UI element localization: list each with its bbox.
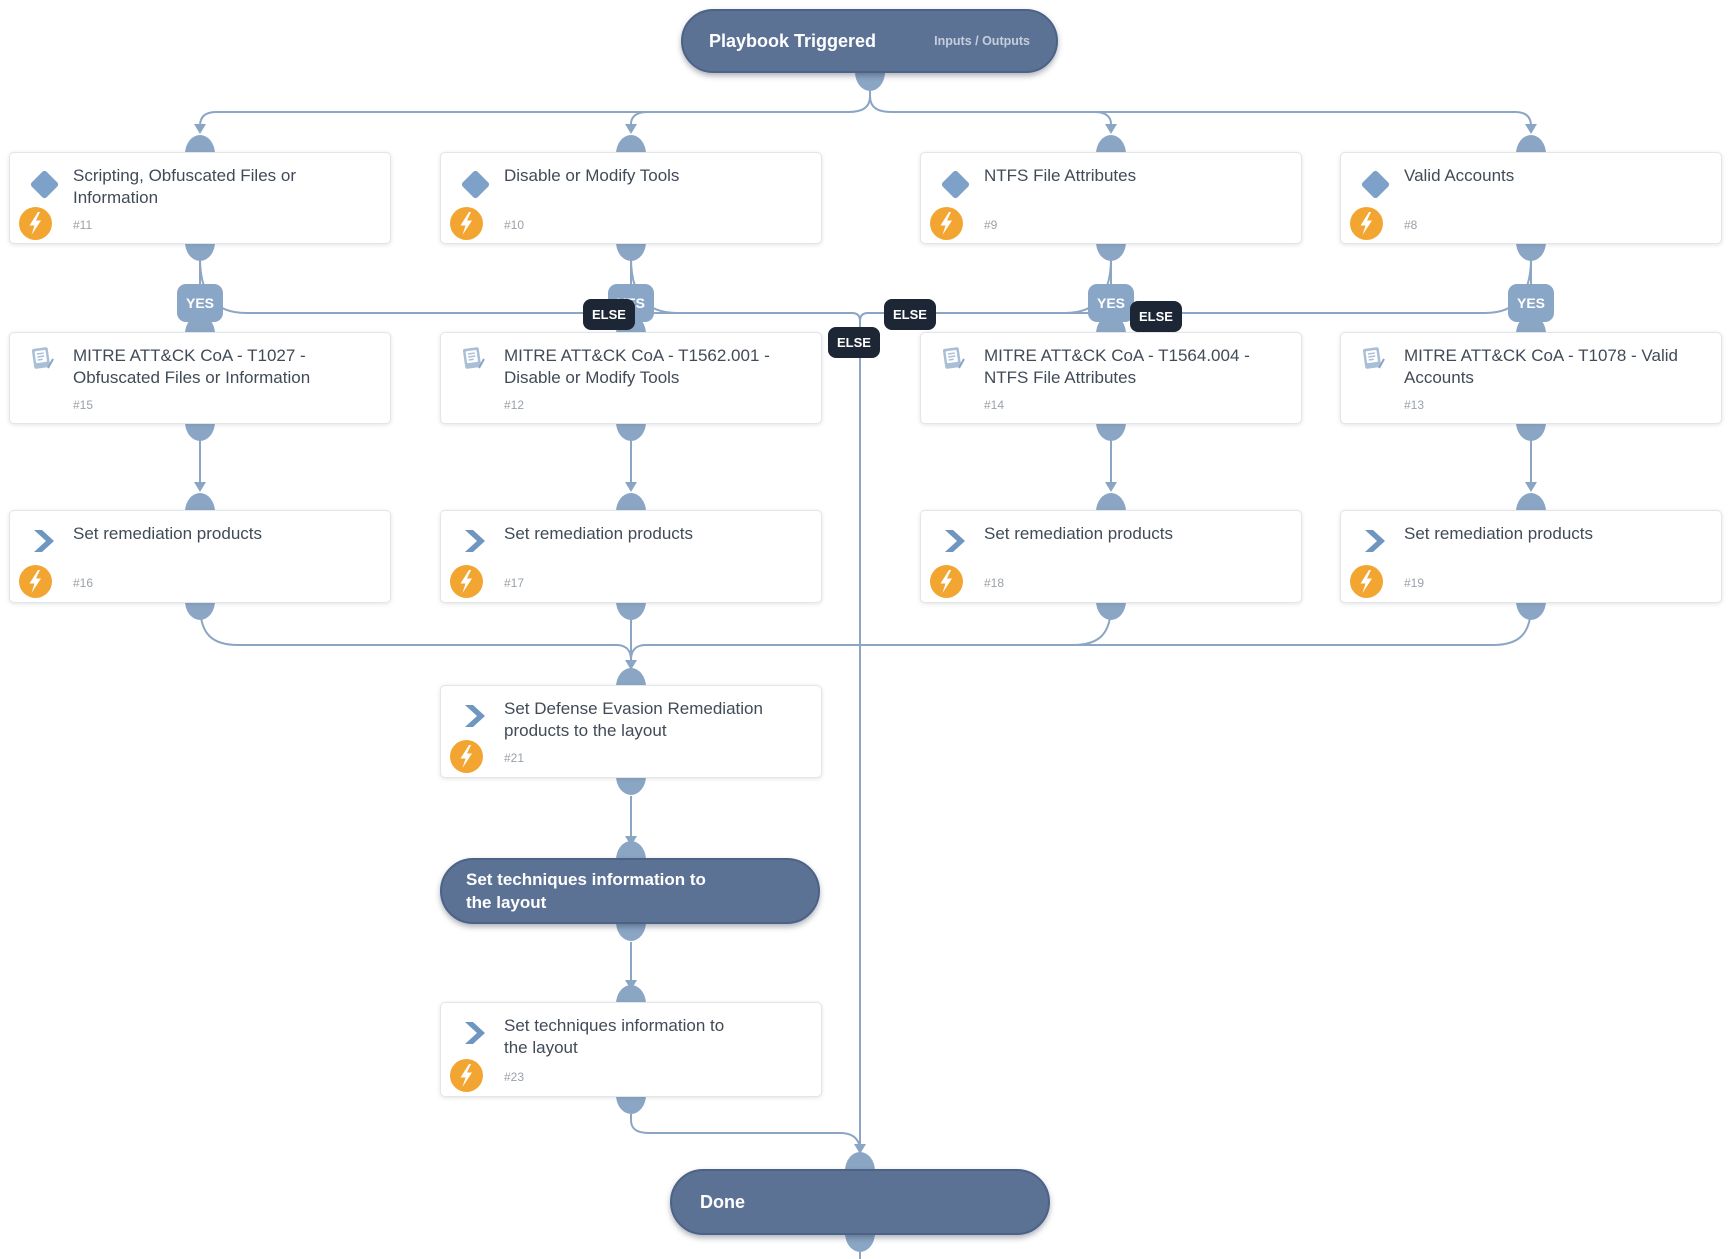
task-id: #19 — [1404, 576, 1425, 590]
next-chevron-icon — [463, 530, 487, 557]
task-title: MITRE ATT&CK CoA - T1564.004 - NTFS File… — [984, 346, 1250, 387]
subplaybook-task-card[interactable]: MITRE ATT&CK CoA - T1078 - Valid Account… — [1340, 332, 1722, 424]
next-chevron-icon — [1363, 530, 1387, 557]
automation-bolt-icon — [450, 565, 483, 598]
branch-label-else: ELSE — [1130, 301, 1182, 332]
remediation-task-card[interactable]: Set remediation products #19 — [1340, 510, 1722, 603]
task-title: MITRE ATT&CK CoA - T1562.001 - Disable o… — [504, 346, 770, 387]
task-title: MITRE ATT&CK CoA - T1078 - Valid Account… — [1404, 346, 1678, 387]
automation-bolt-icon — [450, 740, 483, 773]
next-chevron-icon — [463, 705, 487, 732]
task-title: Valid Accounts — [1404, 166, 1515, 185]
task-id: #11 — [73, 218, 93, 232]
subplaybook-task-card[interactable]: MITRE ATT&CK CoA - T1027 - Obfuscated Fi… — [9, 332, 391, 424]
layout-task-card[interactable]: Set Defense Evasion Remediation products… — [440, 685, 822, 778]
trigger-title: Playbook Triggered — [709, 30, 877, 51]
branch-label-else: ELSE — [583, 299, 635, 330]
automation-bolt-icon — [19, 565, 52, 598]
task-id: #13 — [1404, 398, 1425, 412]
task-title: Disable or Modify Tools — [504, 166, 680, 185]
task-id: #23 — [504, 1070, 525, 1084]
task-title: MITRE ATT&CK CoA - T1027 - Obfuscated Fi… — [73, 346, 311, 387]
task-title: NTFS File Attributes — [984, 166, 1137, 185]
done-title: Done — [700, 1191, 745, 1212]
task-title: Set remediation products — [1404, 524, 1593, 543]
task-id: #21 — [504, 751, 525, 765]
condition-task-card[interactable]: NTFS File Attributes #9 — [920, 152, 1302, 244]
condition-task-card[interactable]: Disable or Modify Tools #10 — [440, 152, 822, 244]
task-id: #10 — [504, 218, 525, 232]
playbook-book-icon — [1359, 345, 1386, 377]
subplaybook-task-card[interactable]: MITRE ATT&CK CoA - T1562.001 - Disable o… — [440, 332, 822, 424]
branch-label-yes: YES — [177, 284, 223, 322]
inputs-outputs-link[interactable]: Inputs / Outputs — [934, 34, 1030, 48]
next-chevron-icon — [943, 530, 967, 557]
task-title: Set remediation products — [73, 524, 262, 543]
task-title: Set remediation products — [984, 524, 1173, 543]
section-header-title: Set techniques information to the layout — [466, 870, 706, 912]
playbook-book-icon — [939, 345, 966, 377]
remediation-task-card[interactable]: Set remediation products #16 — [9, 510, 391, 603]
condition-icon — [940, 169, 971, 200]
task-title: Set techniques information to the layout — [504, 1016, 725, 1057]
branch-label-yes: YES — [1088, 284, 1134, 322]
task-title: Set Defense Evasion Remediation products… — [504, 699, 763, 740]
condition-icon — [1360, 169, 1391, 200]
automation-bolt-icon — [19, 207, 52, 240]
section-header-node[interactable]: Set techniques information to the layout — [440, 858, 820, 924]
task-id: #12 — [504, 398, 525, 412]
task-id: #9 — [984, 218, 998, 232]
playbook-book-icon — [459, 345, 486, 377]
task-id: #8 — [1404, 218, 1418, 232]
automation-bolt-icon — [1350, 565, 1383, 598]
branch-label-yes: YES — [1508, 284, 1554, 322]
playbook-trigger-node[interactable]: Playbook Triggered Inputs / Outputs — [681, 9, 1058, 73]
task-id: #17 — [504, 576, 525, 590]
done-node[interactable]: Done — [670, 1169, 1050, 1235]
task-title: Set remediation products — [504, 524, 693, 543]
task-id: #18 — [984, 576, 1005, 590]
automation-bolt-icon — [930, 207, 963, 240]
subplaybook-task-card[interactable]: MITRE ATT&CK CoA - T1564.004 - NTFS File… — [920, 332, 1302, 424]
playbook-book-icon — [28, 345, 55, 377]
remediation-task-card[interactable]: Set remediation products #17 — [440, 510, 822, 603]
next-chevron-icon — [32, 530, 56, 557]
automation-bolt-icon — [1350, 207, 1383, 240]
condition-task-card[interactable]: Valid Accounts #8 — [1340, 152, 1722, 244]
remediation-task-card[interactable]: Set remediation products #18 — [920, 510, 1302, 603]
automation-bolt-icon — [450, 207, 483, 240]
branch-label-else: ELSE — [828, 327, 880, 358]
task-title: Scripting, Obfuscated Files or Informati… — [73, 166, 296, 207]
condition-icon — [460, 169, 491, 200]
task-id: #15 — [73, 398, 94, 412]
techniques-task-card[interactable]: Set techniques information to the layout… — [440, 1002, 822, 1097]
task-id: #16 — [73, 576, 94, 590]
next-chevron-icon — [463, 1022, 487, 1049]
condition-task-card[interactable]: Scripting, Obfuscated Files or Informati… — [9, 152, 391, 244]
automation-bolt-icon — [930, 565, 963, 598]
automation-bolt-icon — [450, 1059, 483, 1092]
branch-label-else: ELSE — [884, 299, 936, 330]
task-id: #14 — [984, 398, 1005, 412]
condition-icon — [29, 169, 60, 200]
